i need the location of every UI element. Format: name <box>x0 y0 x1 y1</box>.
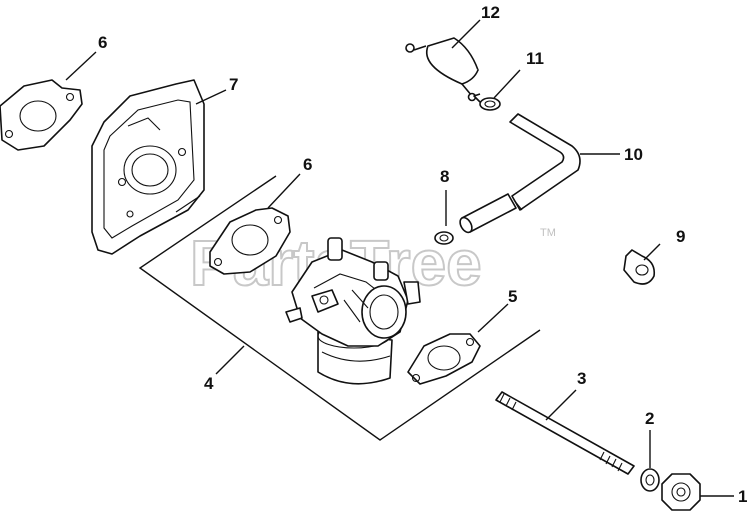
callout-1: 1 <box>738 487 747 506</box>
fuel-hose-8[interactable] <box>434 193 517 245</box>
hose-clamp-11[interactable] <box>473 93 501 111</box>
leader-7 <box>195 89 227 105</box>
leader-3 <box>545 389 577 421</box>
gasket-6-center[interactable] <box>209 207 291 275</box>
callout-2: 2 <box>645 409 654 428</box>
callout-12: 12 <box>481 3 500 22</box>
fuel-line-10[interactable] <box>509 113 581 211</box>
callout-7: 7 <box>229 75 238 94</box>
leader-6b <box>267 173 301 209</box>
gasket-6-left[interactable] <box>0 79 83 151</box>
stud-3[interactable] <box>495 391 635 475</box>
callout-5: 5 <box>508 287 517 306</box>
callout-10: 10 <box>624 145 643 164</box>
carburetor-assembly[interactable] <box>285 237 421 385</box>
lock-washer-2[interactable] <box>640 468 660 492</box>
watermark-trademark: TM <box>540 227 556 239</box>
leader-11 <box>493 69 521 99</box>
air-cleaner-base-7[interactable] <box>91 79 205 255</box>
fuel-filter-12[interactable] <box>405 37 479 102</box>
callout-6-center: 6 <box>303 155 312 174</box>
callout-3: 3 <box>577 369 586 388</box>
line-clip-9[interactable] <box>623 249 656 285</box>
callout-8: 8 <box>440 167 449 186</box>
callout-11: 11 <box>526 49 544 68</box>
leader-9 <box>643 243 661 261</box>
leader-6a <box>65 51 97 81</box>
assembly-bracket-4 <box>138 175 541 441</box>
callout-9: 9 <box>676 227 685 246</box>
leader-12 <box>451 19 481 49</box>
callout-4: 4 <box>204 374 214 393</box>
gasket-5[interactable] <box>407 333 481 385</box>
flange-nut-1[interactable] <box>661 473 701 511</box>
callout-6-left: 6 <box>98 33 107 52</box>
leader-5 <box>477 303 509 333</box>
leader-4 <box>215 345 245 375</box>
